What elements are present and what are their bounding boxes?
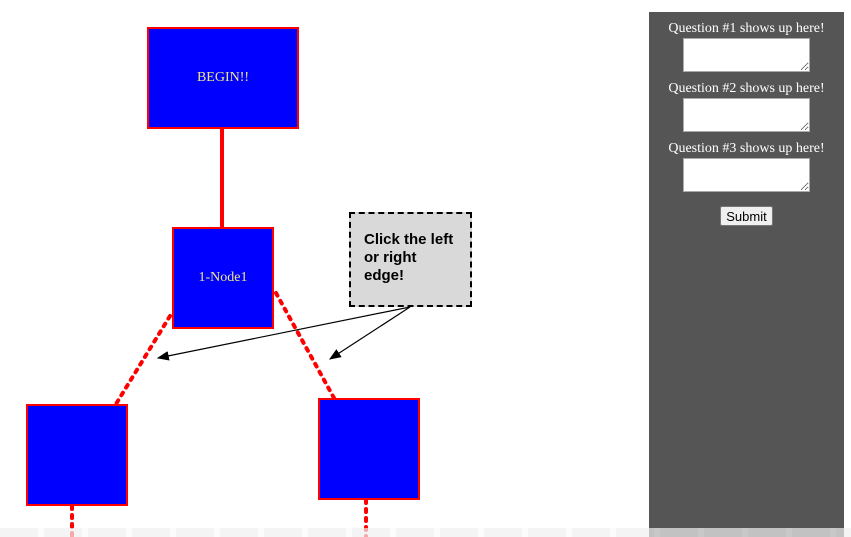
hint-arrow-left xyxy=(156,306,411,361)
tree-node-right-child[interactable] xyxy=(318,398,420,500)
question-sidebar: Question #1 shows up here! Question #2 s… xyxy=(649,12,844,537)
hint-text: Click the left or right edge! xyxy=(364,231,454,284)
hint-arrow-right xyxy=(328,306,411,360)
question-block-3: Question #3 shows up here! xyxy=(649,132,844,192)
question-block-1: Question #1 shows up here! xyxy=(649,12,844,72)
question-block-2: Question #2 shows up here! xyxy=(649,72,844,132)
question-label-1: Question #1 shows up here! xyxy=(668,21,825,36)
answer-input-1[interactable] xyxy=(683,38,810,72)
submit-button[interactable]: Submit xyxy=(720,206,773,226)
tree-node-1[interactable]: 1-Node1 xyxy=(172,227,274,329)
hint-callout: Click the left or right edge! xyxy=(349,212,472,307)
tree-node-label: BEGIN!! xyxy=(196,70,250,85)
answer-input-2[interactable] xyxy=(683,98,810,132)
edge-left[interactable] xyxy=(114,314,172,406)
tree-node-left-child[interactable] xyxy=(26,404,128,506)
answer-input-3[interactable] xyxy=(683,158,810,192)
tree-node-label: 1-Node1 xyxy=(198,270,248,285)
edge-right[interactable] xyxy=(274,291,336,400)
page-bottom-fade xyxy=(0,528,851,537)
tree-node-begin[interactable]: BEGIN!! xyxy=(147,27,299,129)
question-label-3: Question #3 shows up here! xyxy=(668,141,825,156)
question-label-2: Question #2 shows up here! xyxy=(668,81,825,96)
